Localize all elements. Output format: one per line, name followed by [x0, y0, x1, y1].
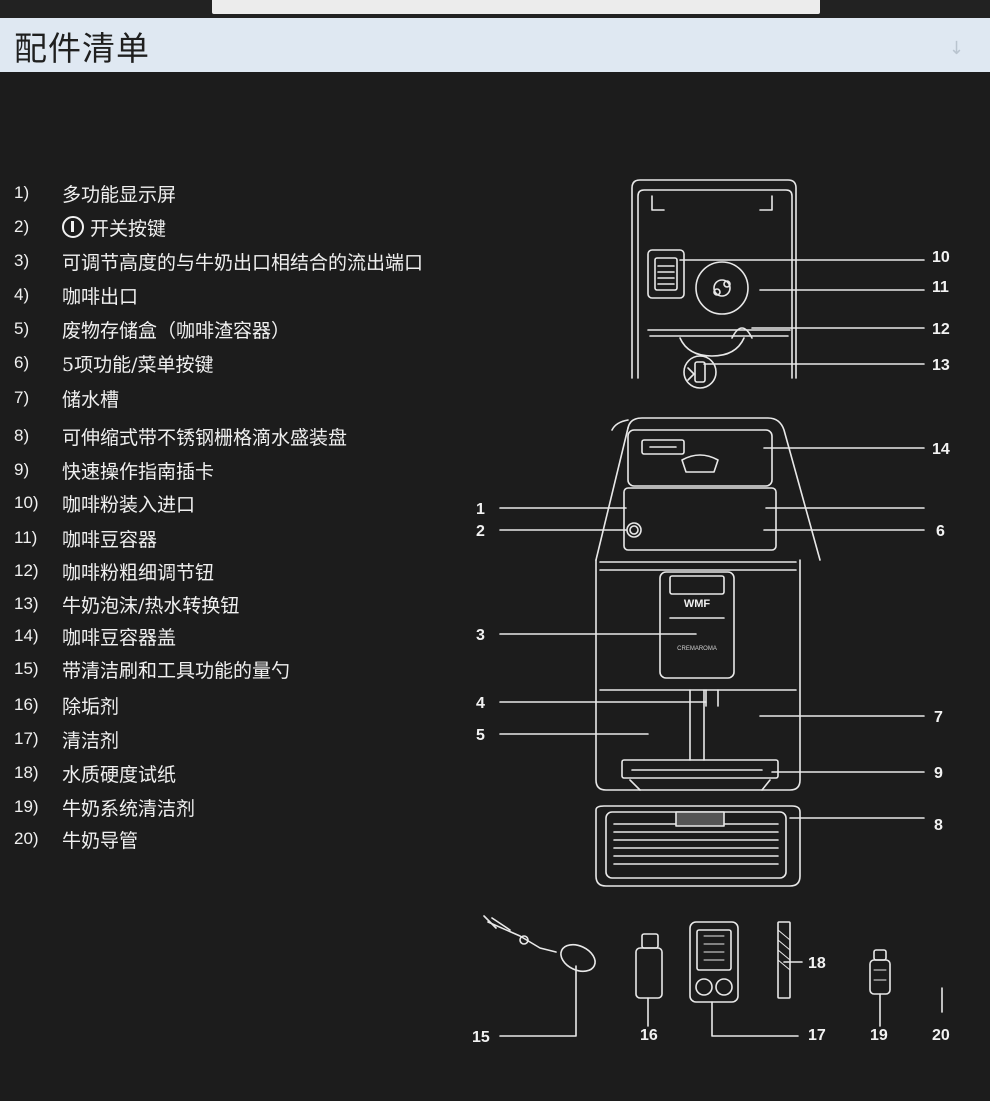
item-label: 牛奶导管: [62, 829, 139, 852]
page-title: 配件清单: [14, 29, 150, 68]
item-label: 开关按键: [90, 217, 167, 240]
item-label: 多功能显示屏: [62, 183, 177, 206]
item-number: 10): [14, 493, 39, 512]
item-label: 5项功能/菜单按键: [62, 353, 214, 376]
brand-logo: WMF CREMAROMA: [677, 598, 717, 652]
callout-6: 6: [936, 523, 945, 540]
item-number: 1): [14, 183, 30, 202]
leader-lines: [499, 259, 925, 1037]
item-number: 5): [14, 319, 30, 338]
item-number: 15): [14, 659, 39, 678]
power-icon: [62, 216, 84, 238]
callout-3: 3: [476, 627, 485, 644]
model-text: CREMAROMA: [677, 646, 717, 652]
list-item: 9) 快速操作指南插卡: [14, 455, 214, 485]
front-view: [595, 417, 821, 887]
callout-1: 1: [476, 501, 485, 518]
item-label: 咖啡粉粗细调节钮: [62, 561, 215, 584]
list-item: 18) 水质硬度试纸: [14, 758, 176, 788]
list-item: 5) 废物存储盒（咖啡渣容器）: [14, 314, 290, 344]
item-label: 咖啡粉装入进口: [62, 493, 196, 516]
item-label: 储水槽: [62, 388, 120, 411]
list-item: 14) 咖啡豆容器盖: [14, 621, 176, 651]
item-number: 17): [14, 729, 39, 748]
callout-13: 13: [932, 357, 950, 374]
callout-8: 8: [934, 817, 943, 834]
callout-4: 4: [476, 695, 485, 712]
item-label: 可伸缩式带不锈钢栅格滴水盛装盘: [62, 426, 348, 449]
item-number: 13): [14, 594, 39, 613]
callout-10: 10: [932, 249, 950, 266]
item-number: 7): [14, 388, 30, 407]
accessories: [483, 915, 943, 1013]
list-item: 6) 5项功能/菜单按键: [14, 348, 214, 378]
top-view: [631, 179, 797, 389]
callout-7: 7: [934, 709, 943, 726]
item-label: 清洁剂: [62, 729, 120, 752]
callout-18: 18: [808, 955, 826, 972]
brand-logo-text: WMF: [684, 598, 711, 610]
item-number: 4): [14, 285, 30, 304]
item-number: 2): [14, 217, 30, 236]
item-number: 14): [14, 626, 39, 645]
list-item: 8) 可伸缩式带不锈钢栅格滴水盛装盘: [14, 421, 347, 451]
list-item: 11) 咖啡豆容器: [14, 523, 157, 553]
callout-2: 2: [476, 523, 485, 540]
list-item: 20) 牛奶导管: [14, 824, 138, 854]
item-label: 水质硬度试纸: [62, 763, 177, 786]
callout-numbers: 1 2 3 4 5 6 7 8 9 10 11 12 13 14 15 16 1…: [472, 249, 950, 1046]
item-label: 快速操作指南插卡: [62, 460, 215, 483]
item-number: 11): [14, 528, 38, 547]
item-label: 牛奶泡沫/热水转换钮: [62, 594, 240, 617]
list-item: 7) 储水槽: [14, 383, 119, 413]
list-item: 3) 可调节高度的与牛奶出口相结合的流出端口: [14, 246, 423, 276]
item-number: 20): [14, 829, 39, 848]
item-number: 6): [14, 353, 30, 372]
callout-9: 9: [934, 765, 943, 782]
item-number: 19): [14, 797, 39, 816]
list-item: 15) 带清洁刷和工具功能的量勺: [14, 654, 290, 684]
item-number: 18): [14, 763, 39, 782]
item-label: 废物存储盒（咖啡渣容器）: [62, 319, 291, 342]
item-number: 9): [14, 460, 30, 479]
callout-20: 20: [932, 1027, 950, 1044]
list-item: 10) 咖啡粉装入进口: [14, 488, 195, 518]
callout-17: 17: [808, 1027, 826, 1044]
down-arrow-icon: ↓: [948, 38, 964, 59]
list-item: 12) 咖啡粉粗细调节钮: [14, 556, 214, 586]
list-item: 2) 开关按键: [14, 212, 166, 242]
callout-15: 15: [472, 1029, 490, 1046]
callout-16: 16: [640, 1027, 658, 1044]
list-item: 4) 咖啡出口: [14, 280, 138, 310]
section-header: [0, 18, 990, 72]
item-number: 3): [14, 251, 30, 270]
callout-5: 5: [476, 727, 485, 744]
top-caption-box: [212, 0, 820, 14]
list-item: 13) 牛奶泡沫/热水转换钮: [14, 589, 239, 619]
list-item: 1) 多功能显示屏: [14, 178, 176, 208]
item-label: 咖啡豆容器: [62, 528, 158, 551]
item-label: 可调节高度的与牛奶出口相结合的流出端口: [62, 251, 424, 274]
list-item: 16) 除垢剂: [14, 690, 119, 720]
item-number: 12): [14, 561, 39, 580]
list-item: 19) 牛奶系统清洁剂: [14, 792, 195, 822]
item-label: 咖啡豆容器盖: [62, 626, 177, 649]
callout-12: 12: [932, 321, 950, 338]
callout-14: 14: [932, 441, 950, 458]
item-label: 牛奶系统清洁剂: [62, 797, 196, 820]
item-label: 咖啡出口: [62, 285, 139, 308]
item-number: 8): [14, 426, 30, 445]
callout-11: 11: [932, 279, 949, 296]
item-number: 16): [14, 695, 39, 714]
item-label: 除垢剂: [62, 695, 120, 718]
callout-19: 19: [870, 1027, 888, 1044]
list-item: 17) 清洁剂: [14, 724, 119, 754]
item-label: 带清洁刷和工具功能的量勺: [62, 659, 291, 682]
